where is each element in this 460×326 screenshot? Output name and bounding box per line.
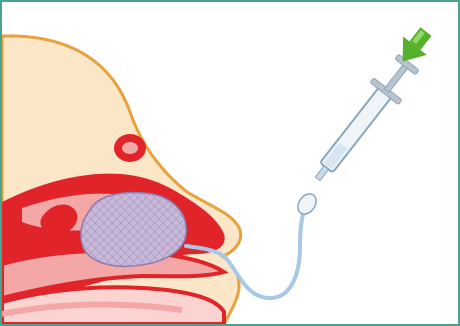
tube-connector <box>294 190 320 217</box>
arrow-down-icon <box>391 22 438 70</box>
syringe-icon <box>303 51 422 190</box>
nasal-balloon-illustration <box>2 2 458 324</box>
balloon-catheter-icon <box>81 193 186 267</box>
